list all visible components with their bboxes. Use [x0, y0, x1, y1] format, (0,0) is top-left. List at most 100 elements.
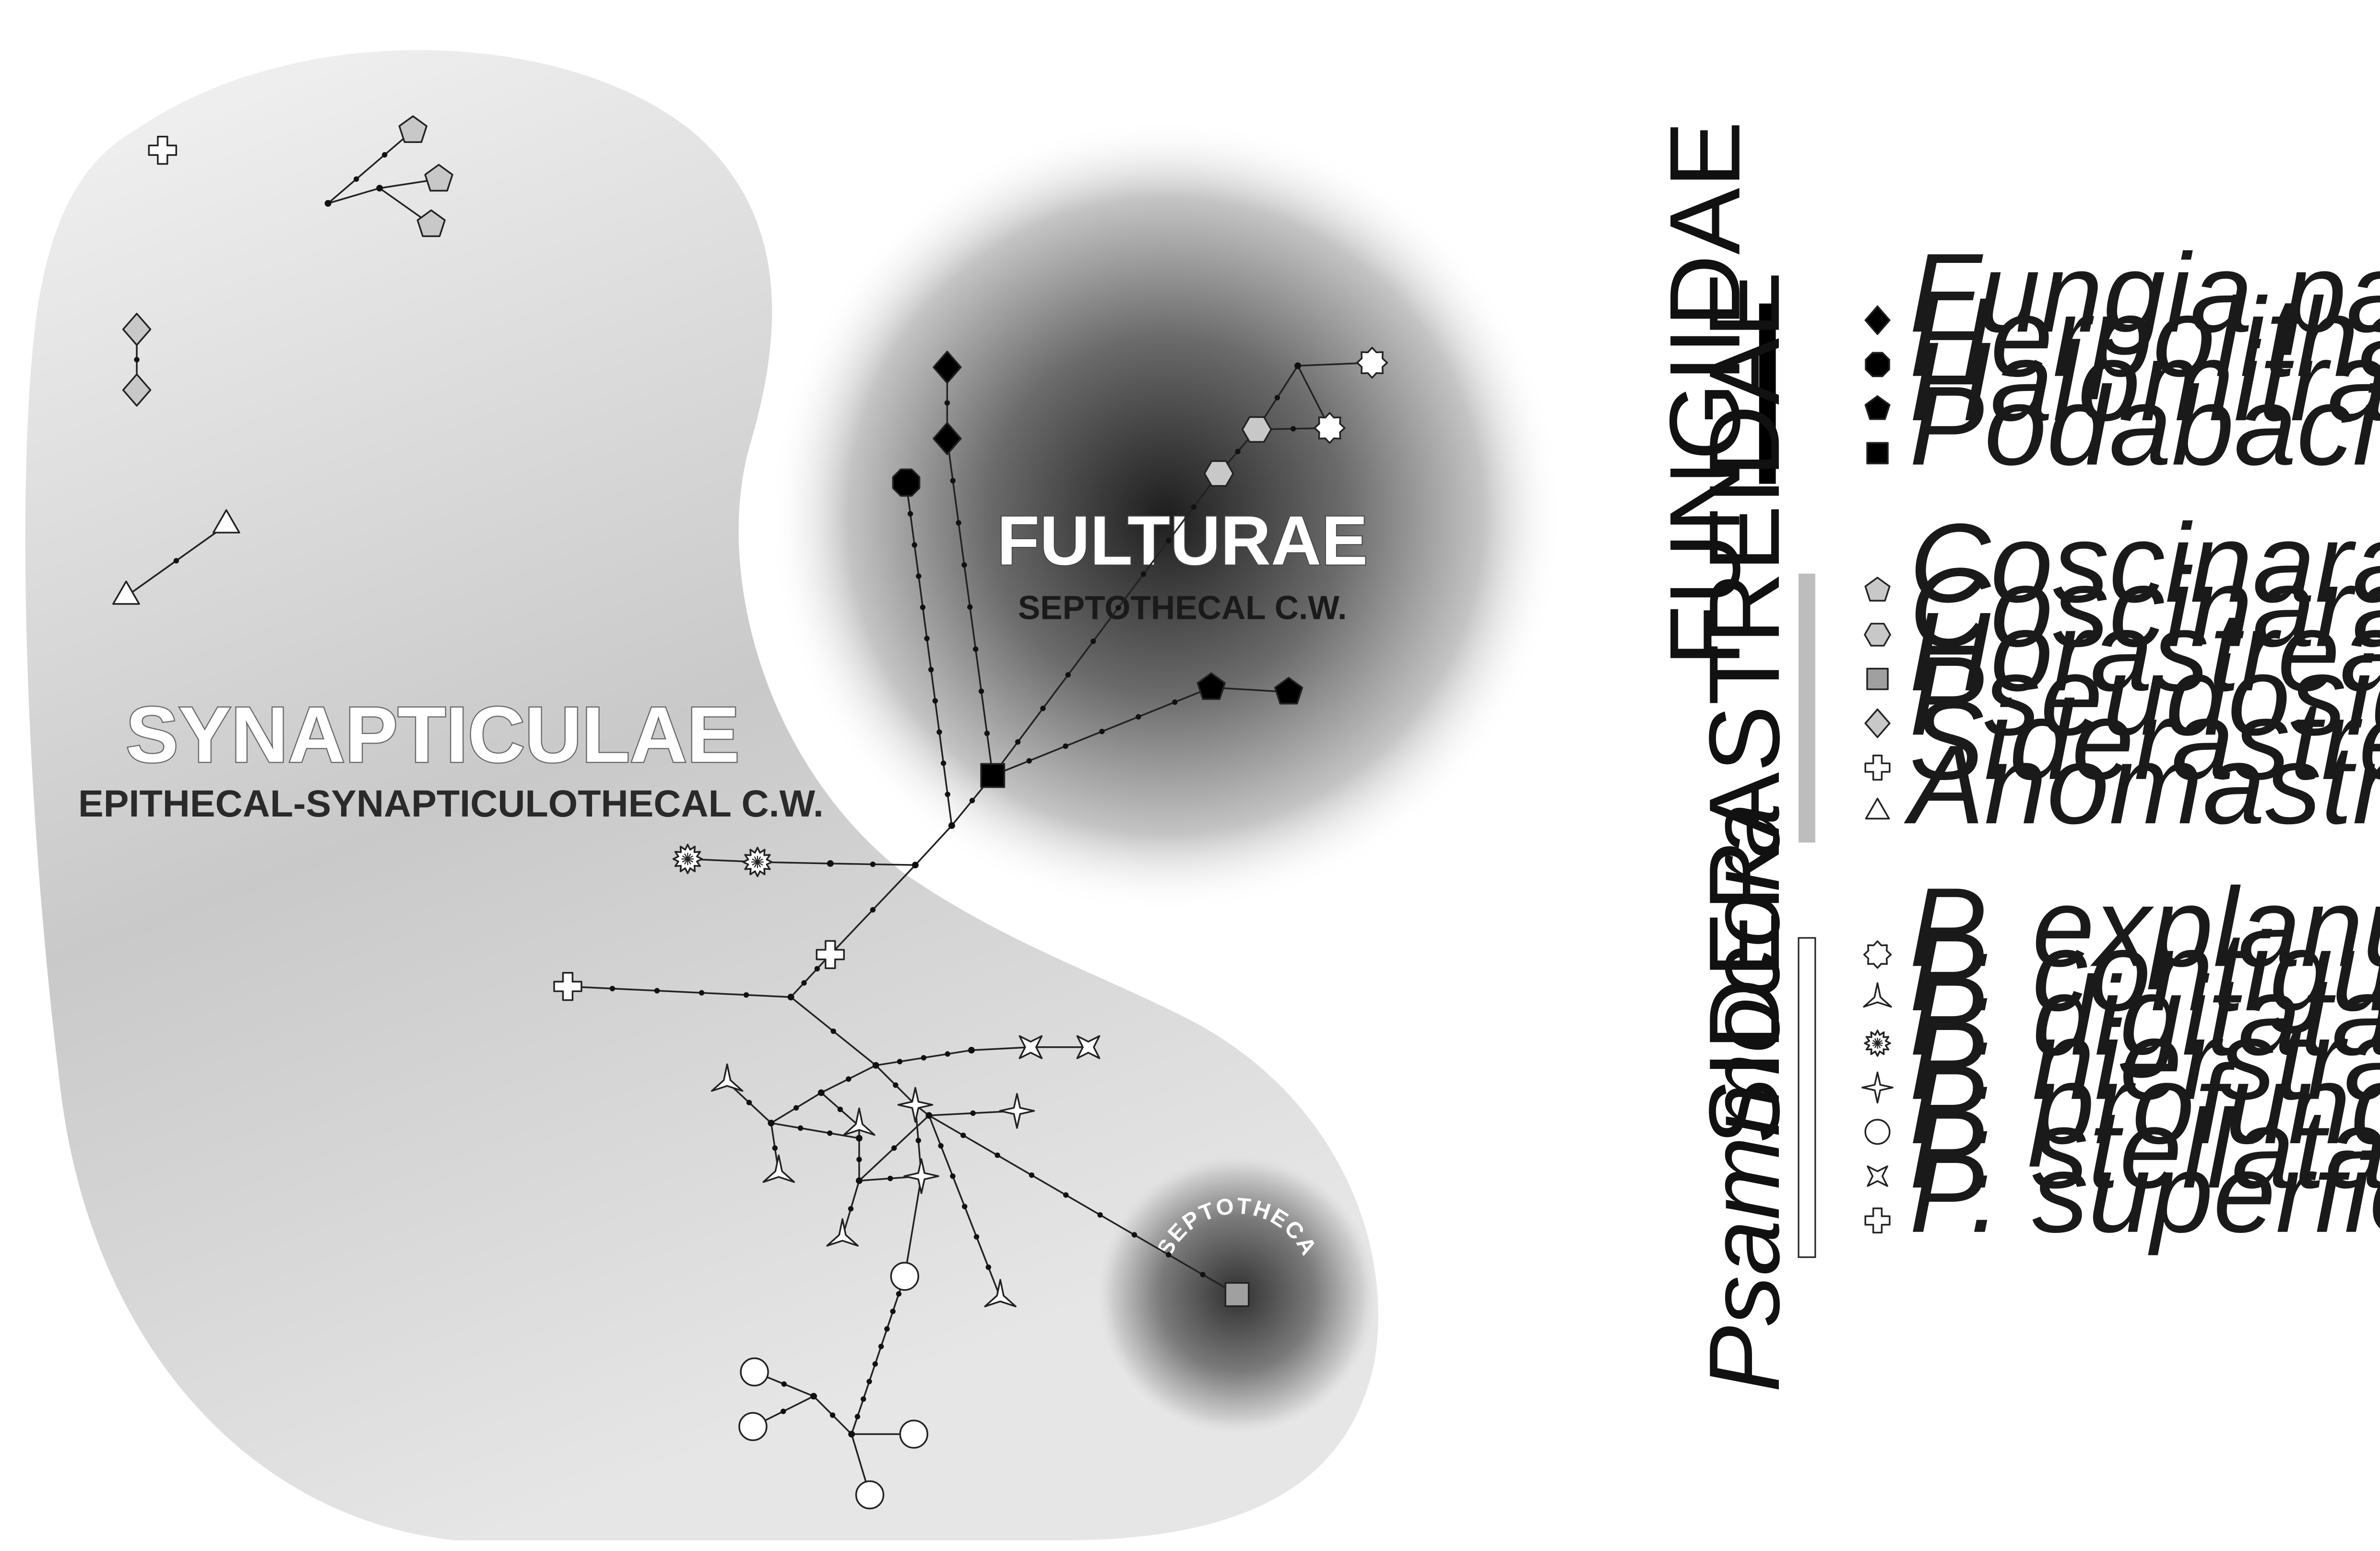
legend-item-label: Podabacia crustacea: [1909, 363, 2380, 488]
legend-symbol-square: [1866, 668, 1889, 690]
haplotype-node-pentagon: [1274, 676, 1303, 705]
haplotype-node-circle: [899, 1420, 928, 1449]
mutation-step-dot: [938, 1143, 944, 1149]
legend-item-label: Pseudosiderastrea tayamai: [1909, 633, 2380, 758]
median-vector-dot: [848, 1431, 855, 1438]
legend-item: Siderastrea savignyana: [1864, 677, 2380, 803]
haplotype-node-circle: [738, 1412, 768, 1441]
mutation-step-dot: [870, 861, 876, 867]
legend-item-label: P. superficialis: [1909, 1130, 2380, 1256]
mutation-step-dot: [907, 511, 913, 517]
median-vector-dot: [855, 1177, 863, 1184]
haplotype-node-diamond: [122, 312, 152, 346]
median-vector-dot: [855, 1135, 863, 1142]
synapticulae-subtitle: EPITHECAL-SYNAPTICULOTHECAL C.W.: [78, 782, 824, 825]
mutation-step-dot: [801, 980, 807, 986]
mutation-step-dot: [856, 1157, 862, 1162]
mutation-step-dot: [870, 907, 876, 913]
network-edge: [904, 1176, 923, 1277]
haplotype-node-gear: [742, 847, 773, 877]
network-edge: [928, 1114, 1238, 1295]
fulturae-title: FULTURAE: [997, 501, 1368, 580]
haplotype-node-star8: [1314, 412, 1346, 444]
mutation-step-dot: [1026, 758, 1032, 764]
legend-symbol-square: [1866, 442, 1889, 464]
synapticulae-zone: [25, 50, 1378, 1540]
haplotype-node-xstar: [1076, 1035, 1101, 1059]
mutation-step-dot: [973, 1234, 980, 1240]
mutation-step-dot: [936, 729, 942, 735]
fulturae-zone: [768, 118, 1563, 914]
mutation-step-dot: [962, 1204, 968, 1209]
legend-symbol-diamond: [1864, 305, 1891, 335]
mutation-step-dot: [1290, 426, 1296, 432]
legend-symbol-tristar: [1863, 982, 1892, 1008]
legend-item: Fungia paumotensis: [1864, 230, 2380, 355]
legend-symbol-diamond: [1864, 708, 1891, 738]
legend-item-label: Herpolitha limax: [1909, 274, 2380, 400]
legend-item: P. profundacella: [1864, 1042, 2380, 1167]
mutation-step-dot: [382, 152, 388, 158]
legend-item-label: Anomastrea irregularis: [1904, 722, 2380, 847]
legend-item: Horastrea indica: [1866, 589, 2380, 714]
network-edge: [771, 1122, 860, 1139]
median-vector-dot: [968, 1047, 975, 1054]
legend-symbol-gear: [1864, 1030, 1891, 1057]
haplotype-node-tristar: [843, 1107, 876, 1136]
legend-item: Halomitra pileus: [1864, 319, 2380, 444]
mutation-step-dot: [969, 798, 975, 804]
mutation-step-dot: [846, 1076, 852, 1082]
haplotype-node-diamond: [933, 351, 962, 384]
haplotype-node-star4: [903, 1158, 939, 1194]
mutation-step-dot: [743, 992, 749, 998]
legend-item-label: Coscinaraea columna: [1909, 500, 2380, 626]
haplotype-node-pentagon: [398, 115, 428, 143]
mutation-step-dot: [961, 562, 967, 568]
legend-item-label: Coscinaraea wellsi: [1909, 545, 2380, 670]
legend-symbol-hexagon: [1864, 623, 1891, 647]
legend-item: P. digitata: [1864, 953, 2380, 1078]
mutation-step-dot: [950, 478, 956, 484]
network-edge: [327, 130, 414, 204]
network-edge: [328, 187, 380, 204]
mutation-step-dot: [654, 988, 660, 994]
legend-symbol-star4: [1861, 1071, 1894, 1104]
haplotype-node-pentagon: [416, 209, 446, 237]
legend-item: Coscinaraea wellsi: [1864, 545, 2380, 670]
mutation-step-dot: [890, 1308, 896, 1314]
mutation-step-dot: [1140, 571, 1147, 577]
median-vector-dot: [810, 1393, 817, 1400]
legend-symbol-pentagon: [1864, 577, 1891, 602]
mutation-step-dot: [884, 1326, 890, 1332]
mutation-step-dot: [916, 573, 922, 579]
mutation-step-dot: [1099, 729, 1105, 734]
legend-symbol-circle: [1864, 1119, 1891, 1145]
mutation-step-dot: [972, 646, 979, 652]
haplotype-node-hexagon: [1242, 416, 1272, 443]
mutation-step-dot: [1166, 1252, 1172, 1258]
mutation-step-dot: [772, 1145, 778, 1151]
mutation-step-dot: [1166, 538, 1172, 544]
mutation-step-dot: [837, 1106, 843, 1113]
legend-item-label: P. profundacella: [1909, 1042, 2380, 1167]
haplotype-node-circle: [855, 1480, 885, 1510]
legend-group-bar: [1759, 303, 1776, 484]
haplotype-node-xstar: [1018, 1035, 1043, 1059]
mutation-step-dot: [985, 1264, 991, 1270]
mutation-step-dot: [978, 688, 984, 694]
mutation-step-dot: [967, 604, 973, 610]
haplotype-node-tristar: [710, 1063, 744, 1092]
haplotype-node-tristar: [826, 1218, 859, 1247]
mutation-step-dot: [944, 400, 950, 406]
mutation-step-dot: [896, 1291, 902, 1297]
mutation-step-dot: [781, 1409, 786, 1414]
mutation-step-dot: [1065, 672, 1071, 678]
legend-symbol-star8: [1863, 940, 1892, 969]
mutation-step-dot: [1131, 1232, 1137, 1238]
mutation-step-dot: [827, 1130, 833, 1136]
legend-symbol-pentagon: [1864, 395, 1891, 420]
median-vector-dot: [912, 862, 919, 869]
